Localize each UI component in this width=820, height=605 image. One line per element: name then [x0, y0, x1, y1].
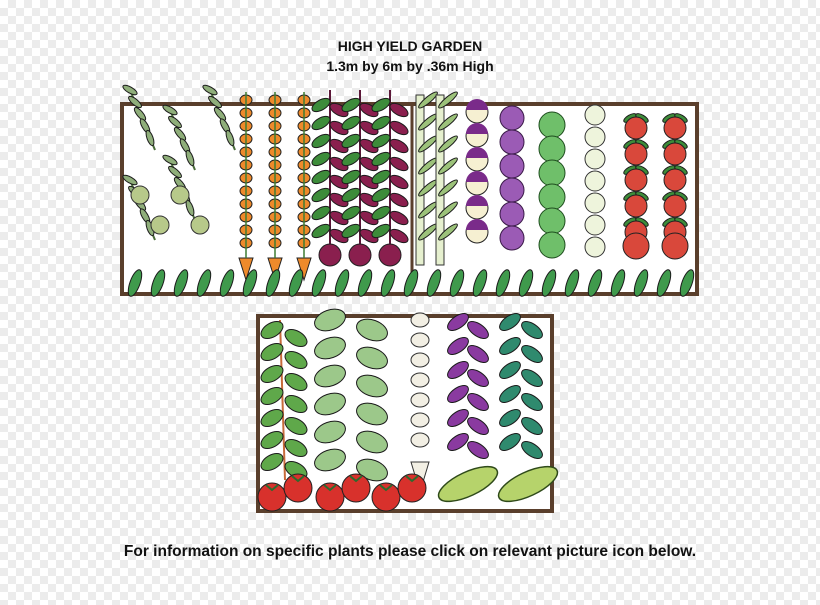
instruction-text: For information on specific plants pleas… [123, 543, 697, 560]
parsnips-icon[interactable] [410, 312, 430, 494]
top-garden-bed [120, 102, 699, 296]
page-subtitle: 1.3m by 6m by .36m High [326, 58, 494, 74]
tomatoes-icon[interactable] [257, 473, 427, 512]
kohlrabi-icon[interactable] [584, 104, 606, 258]
zucchini-icon[interactable] [434, 460, 562, 509]
spinach-icon[interactable] [312, 305, 391, 485]
turnips-icon[interactable] [465, 99, 489, 244]
beetroot-icon[interactable] [310, 90, 410, 267]
silverbeet-icon[interactable] [258, 318, 310, 482]
green-lettuce-icon[interactable] [497, 310, 546, 462]
purple-cabbage-icon[interactable] [499, 105, 525, 251]
page-title: HIGH YIELD GARDEN [337, 38, 483, 54]
carrots-icon[interactable] [238, 92, 312, 282]
herbs-icon[interactable] [122, 83, 236, 241]
peas-icon[interactable] [126, 268, 697, 298]
radishes-icon[interactable] [622, 112, 689, 260]
green-cabbage-icon[interactable] [538, 111, 566, 259]
leeks-icon[interactable] [415, 90, 459, 266]
purple-lettuce-icon[interactable] [445, 310, 492, 462]
